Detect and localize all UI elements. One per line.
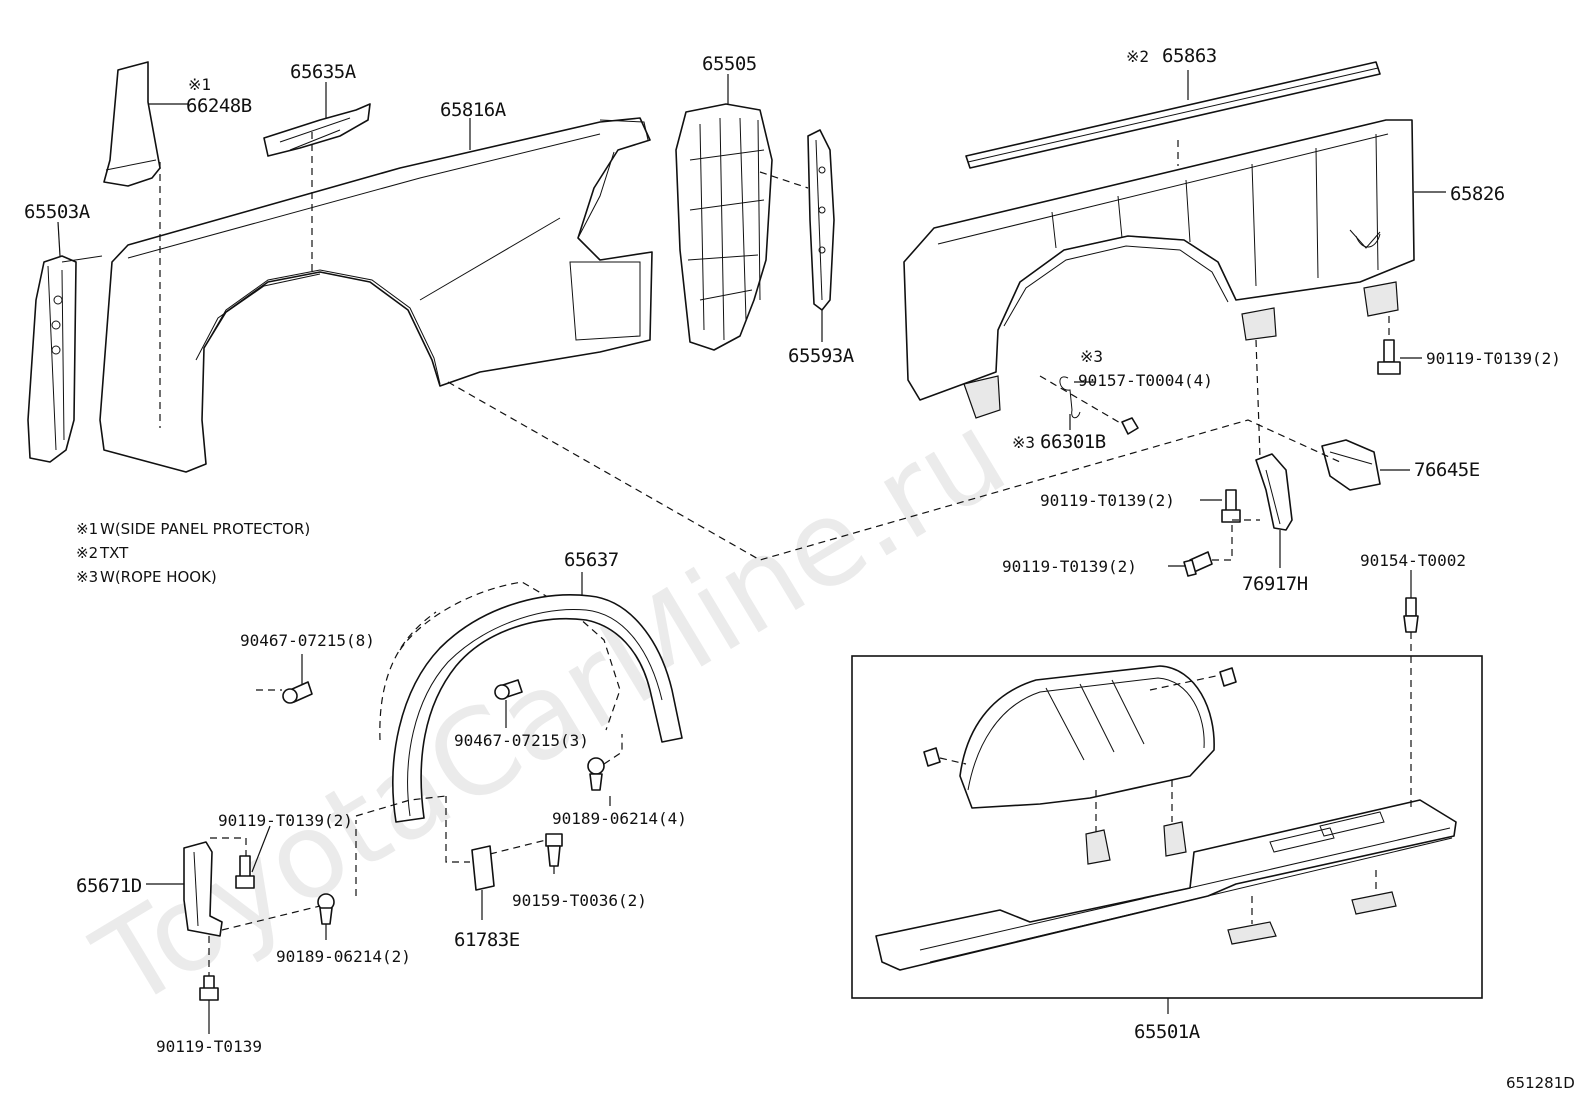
label-90467-a: 90467-07215(8) [240, 631, 375, 650]
note-1-text: W(SIDE PANEL PROTECTOR) [100, 520, 310, 538]
bed-floor-65501A [875, 665, 1457, 1014]
inner-pillar-65505 [675, 74, 809, 351]
note-3-text: W(ROPE HOOK) [100, 568, 217, 586]
bolt-90119-mid [1200, 489, 1241, 523]
bracket-61783E [355, 795, 495, 920]
floor-section-box [851, 655, 1483, 999]
bolt-90119-e [199, 936, 219, 1034]
label-90467-b: 90467-07215(3) [454, 731, 589, 750]
label-65505: 65505 [702, 53, 757, 75]
rope-hook-66301B [1039, 375, 1139, 435]
label-66301B-mark: ※3 [1012, 433, 1035, 452]
strip-65593A [807, 129, 835, 342]
bolt-90154 [1403, 570, 1419, 808]
label-65816A: 65816A [440, 99, 507, 121]
bolt-90119-lower [1168, 519, 1260, 577]
note-3-mark: ※3 [76, 568, 98, 586]
label-76645E: 76645E [1414, 459, 1480, 481]
dashed-guide-main [447, 381, 1341, 561]
rail-65863 [965, 61, 1381, 169]
label-90119-d: 90119-T0139(2) [218, 811, 353, 830]
label-90159: 90159-T0036(2) [512, 891, 647, 910]
bolt-90119-upper [1377, 316, 1422, 375]
label-90157: 90157-T0004(4) [1078, 371, 1213, 390]
pillar-65503A [27, 221, 103, 463]
label-66248B-mark: ※1 [188, 75, 211, 94]
label-65593A: 65593A [788, 345, 855, 367]
label-65637: 65637 [564, 549, 619, 571]
bracket-65635A [263, 82, 371, 157]
clip-90467-a [256, 654, 313, 704]
side-panel-protector-66248B [103, 61, 188, 187]
label-90119-upper: 90119-T0139(2) [1426, 349, 1561, 368]
label-90157-mark: ※3 [1080, 347, 1103, 366]
clip-90189-b [221, 820, 357, 940]
label-90119-e: 90119-T0139 [156, 1037, 262, 1056]
clip-90467-b [494, 679, 523, 728]
label-65863: 65863 [1162, 45, 1217, 67]
label-66248B: 66248B [186, 95, 252, 117]
wheel-liner-65637 [379, 572, 683, 823]
label-65671D: 65671D [76, 875, 142, 897]
label-90189-b: 90189-06214(2) [276, 947, 411, 966]
diagram-id: 651281D [1506, 1074, 1575, 1092]
note-2-mark: ※2 [76, 544, 98, 562]
label-76917H: 76917H [1242, 573, 1308, 595]
label-65826: 65826 [1450, 183, 1505, 205]
label-90189-a: 90189-06214(4) [552, 809, 687, 828]
bolt-90119-d [210, 825, 271, 889]
note-1-mark: ※1 [76, 520, 98, 538]
label-66301B: 66301B [1040, 431, 1106, 453]
label-65503A: 65503A [24, 201, 91, 223]
bracket-76917H [1255, 339, 1293, 568]
label-65635A: 65635A [290, 61, 357, 83]
clip-90189-a [587, 734, 623, 806]
inner-panel-65826 [903, 119, 1446, 419]
label-65501A: 65501A [1134, 1021, 1201, 1043]
side-panel-65816A [99, 117, 653, 473]
bracket-76645E [1321, 439, 1410, 491]
label-90154: 90154-T0002 [1360, 551, 1466, 570]
label-90119-lower: 90119-T0139(2) [1002, 557, 1137, 576]
label-65863-mark: ※2 [1126, 47, 1149, 66]
label-61783E: 61783E [454, 929, 520, 951]
label-90119-mid: 90119-T0139(2) [1040, 491, 1175, 510]
bolt-90159 [489, 833, 563, 874]
bracket-65671D [146, 841, 223, 937]
note-2-text: TXT [99, 544, 129, 562]
